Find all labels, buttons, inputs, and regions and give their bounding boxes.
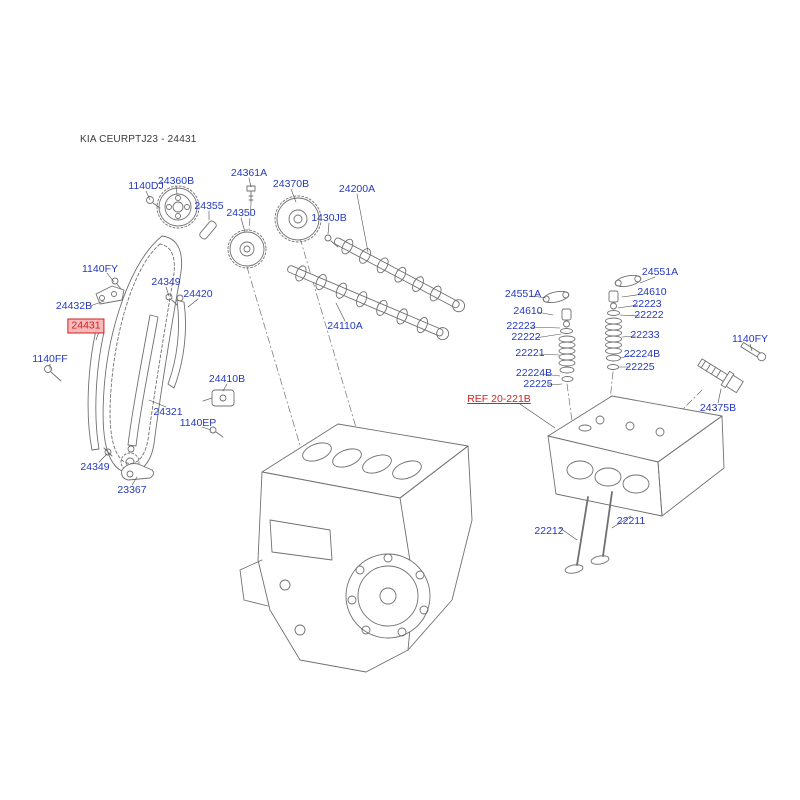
sprocket-24370b [274,195,322,243]
tensioner-arm-23367 [121,463,155,481]
bracket-24432b [95,277,125,305]
part-label-24420-10[interactable]: 24420 [183,288,213,300]
part-label-22222-30[interactable]: 22222 [511,331,541,343]
bolt-24361a [246,185,256,204]
part-label-24110a-13[interactable]: 24110A [327,320,363,332]
bolt-1140ff [44,365,62,382]
valve-gear-column-left [542,290,576,382]
part-label-22212-37[interactable]: 22212 [534,525,564,537]
part-label-24360b-1[interactable]: 24360B [157,175,195,187]
part-label-24200a-4[interactable]: 24200A [338,183,376,195]
chain-guide-24420 [167,294,186,389]
part-label-22224b-32[interactable]: 22224B [515,367,553,379]
part-label-24432b-11[interactable]: 24432B [55,300,93,312]
part-label-ref-20-221b-35[interactable]: REF 20-221B [467,393,531,405]
part-label-24355-5[interactable]: 24355 [194,200,224,212]
part-label-24321-16[interactable]: 24321 [153,406,183,418]
pivot-pin-bottom [103,447,113,457]
part-label-23367-19[interactable]: 23367 [117,484,147,496]
chain-guide-24321 [127,314,159,453]
part-label-24431-12[interactable]: 24431 [67,318,105,334]
camshaft-24110a [287,265,450,341]
bolt-1430jb [324,234,339,248]
part-label-22211-38[interactable]: 22211 [616,515,646,527]
part-label-24349-9[interactable]: 24349 [151,276,181,288]
part-label-22225-26[interactable]: 22225 [625,361,655,373]
part-label-22233-24[interactable]: 22233 [630,329,660,341]
sprocket-24350 [227,229,267,269]
pin-24355 [199,220,217,240]
part-label-22225-33[interactable]: 22225 [523,378,553,390]
bolt-1140fy-right [740,342,767,362]
part-label-1140dj-0[interactable]: 1140DJ [128,180,164,192]
part-label-24551a-20[interactable]: 24551A [641,266,679,278]
part-label-22223-29[interactable]: 22223 [506,320,536,332]
part-label-24610-28[interactable]: 24610 [513,305,543,317]
valve-22212 [564,496,589,574]
part-label-24350-6[interactable]: 24350 [226,207,256,219]
cylinder-head [547,395,725,517]
bolt-24375b [697,358,744,394]
leader-lines [49,177,753,541]
part-label-22224b-25[interactable]: 22224B [623,348,661,360]
part-label-24410b-15[interactable]: 24410B [208,373,246,385]
part-label-1140fy-8[interactable]: 1140FY [82,263,118,275]
part-label-22221-31[interactable]: 22221 [515,347,545,359]
part-label-1140ff-14[interactable]: 1140FF [32,353,68,365]
part-label-24361a-2[interactable]: 24361A [230,167,268,179]
part-label-1430jb-7[interactable]: 1430JB [311,212,347,224]
valve-gear-column-right [605,274,642,370]
tensioner-24410b [202,389,235,438]
part-label-24551a-27[interactable]: 24551A [504,288,542,300]
engine-block [239,423,473,673]
part-label-1140fy-34[interactable]: 1140FY [732,333,768,345]
part-label-22222-23[interactable]: 22222 [634,309,664,321]
diagram-title: KIA CEURPTJ23 - 24431 [80,134,197,145]
part-label-24349-18[interactable]: 24349 [80,461,110,473]
pivot-pin-top [165,293,178,306]
part-label-24610-21[interactable]: 24610 [637,286,667,298]
part-label-22223-22[interactable]: 22223 [632,298,662,310]
part-label-24375b-36[interactable]: 24375B [699,402,737,414]
camshaft-24200a [333,237,466,313]
part-label-1140ep-17[interactable]: 1140EP [179,417,217,429]
chain-guide-24431 [87,324,105,451]
cvvt-sprocket-24360b [146,185,200,229]
part-label-24370b-3[interactable]: 24370B [272,178,310,190]
valve-22211 [590,491,613,565]
